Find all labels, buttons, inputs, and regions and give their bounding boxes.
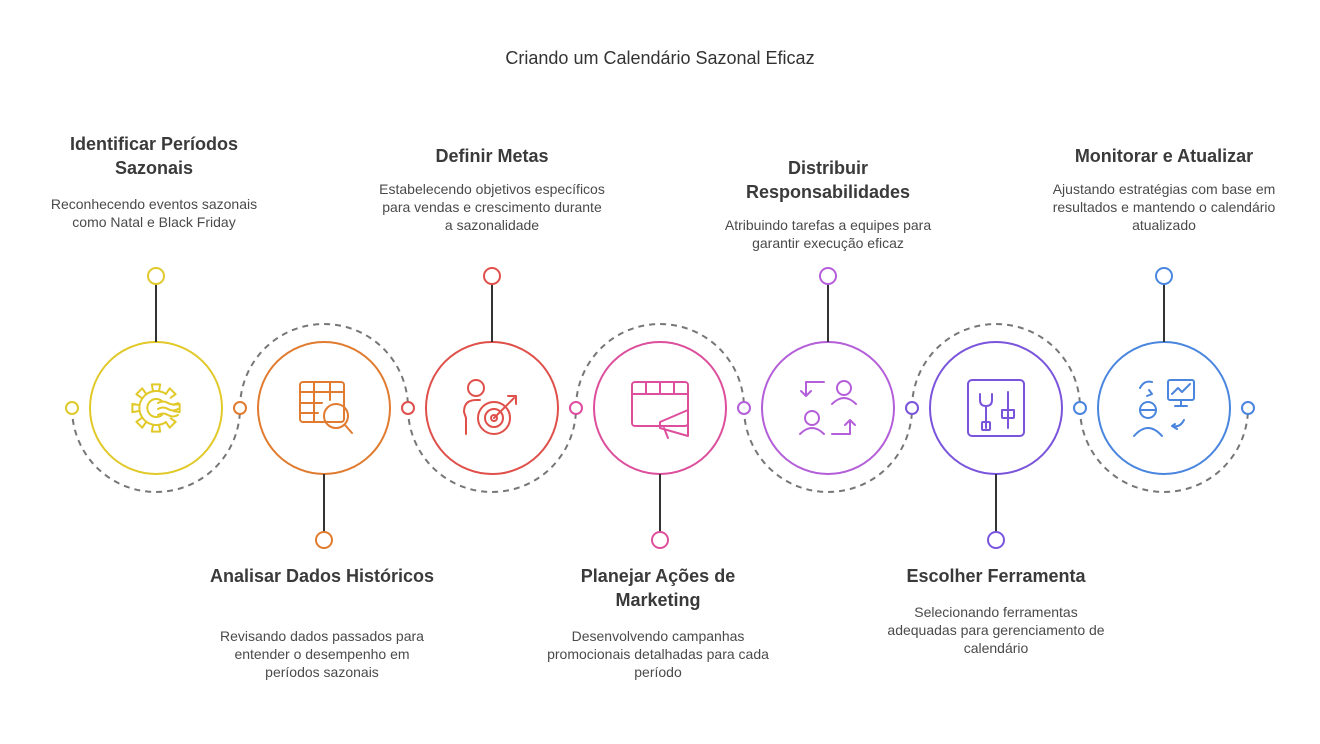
- tools-panel-icon: [967, 379, 1025, 437]
- step-7-left-dot: [1073, 401, 1087, 415]
- step-5-description: Atribuindo tarefas a equipes para garant…: [724, 217, 932, 251]
- step-2-label-dot: [315, 531, 333, 549]
- step-3-description: Estabelecendo objetivos específicos para…: [379, 181, 605, 233]
- step-2-left-dot: [233, 401, 247, 415]
- dashed-connector-1: [71, 407, 241, 493]
- step-3-left-dot: [401, 401, 415, 415]
- step-4-circle: [593, 341, 727, 475]
- step-1-label-dot: [147, 267, 165, 285]
- step-3-title: Definir Metas: [435, 146, 549, 166]
- step-6-description: Selecionando ferramentas adequadas para …: [887, 604, 1105, 656]
- step-2-node: [233, 341, 391, 549]
- step-6-label-dot: [987, 531, 1005, 549]
- step-7-right-dot: [1241, 401, 1255, 415]
- step-5-title: Distribuir Responsabilidades: [745, 158, 911, 202]
- dashed-connector-4: [575, 323, 745, 409]
- step-7-label-dot: [1155, 267, 1173, 285]
- step-1-circle: [89, 341, 223, 475]
- step-5-label-dot: [819, 267, 837, 285]
- seasonal-gear-icon: [131, 383, 181, 433]
- step-4-title: Planejar Ações de Marketing: [580, 566, 736, 610]
- step-5-left-dot: [737, 401, 751, 415]
- step-2-description: Revisando dados passados para entender o…: [220, 628, 424, 680]
- step-2-title: Analisar Dados Históricos: [209, 566, 435, 586]
- dashed-connector-7: [1079, 407, 1249, 493]
- step-4-description: Desenvolvendo campanhas promocionais det…: [547, 628, 769, 680]
- dashed-connector-6: [911, 323, 1081, 409]
- step-4-label-dot: [651, 531, 669, 549]
- step-5-circle: [761, 341, 895, 475]
- diagram-title: Criando um Calendário Sazonal Eficaz: [505, 48, 815, 68]
- step-7-node: [1073, 267, 1255, 475]
- people-exchange-icon: [799, 380, 857, 435]
- step-3-label-dot: [483, 267, 501, 285]
- dashed-connector-3: [407, 407, 577, 493]
- step-3-node: [401, 267, 559, 475]
- person-target-icon: [463, 379, 517, 435]
- step-6-title: Escolher Ferramenta: [906, 566, 1086, 586]
- data-table-search-icon: [299, 381, 353, 434]
- step-1-description: Reconhecendo eventos sazonais como Natal…: [50, 196, 258, 230]
- step-3-circle: [425, 341, 559, 475]
- step-1-left-dot: [65, 401, 79, 415]
- step-6-circle: [929, 341, 1063, 475]
- person-monitor-chart-icon: [1133, 379, 1195, 437]
- calendar-megaphone-icon: [631, 381, 689, 439]
- step-6-node: [905, 341, 1063, 549]
- step-2-circle: [257, 341, 391, 475]
- step-1-title: Identificar Períodos Sazonais: [69, 134, 239, 178]
- dashed-connector-2: [239, 323, 409, 409]
- step-7-title: Monitorar e Atualizar: [1074, 146, 1254, 166]
- step-7-description: Ajustando estratégias com base em result…: [1052, 181, 1276, 233]
- step-6-left-dot: [905, 401, 919, 415]
- step-5-node: [737, 267, 895, 475]
- step-4-left-dot: [569, 401, 583, 415]
- step-4-node: [569, 341, 727, 549]
- step-1-node: [65, 267, 223, 475]
- step-7-circle: [1097, 341, 1231, 475]
- dashed-connector-5: [743, 407, 913, 493]
